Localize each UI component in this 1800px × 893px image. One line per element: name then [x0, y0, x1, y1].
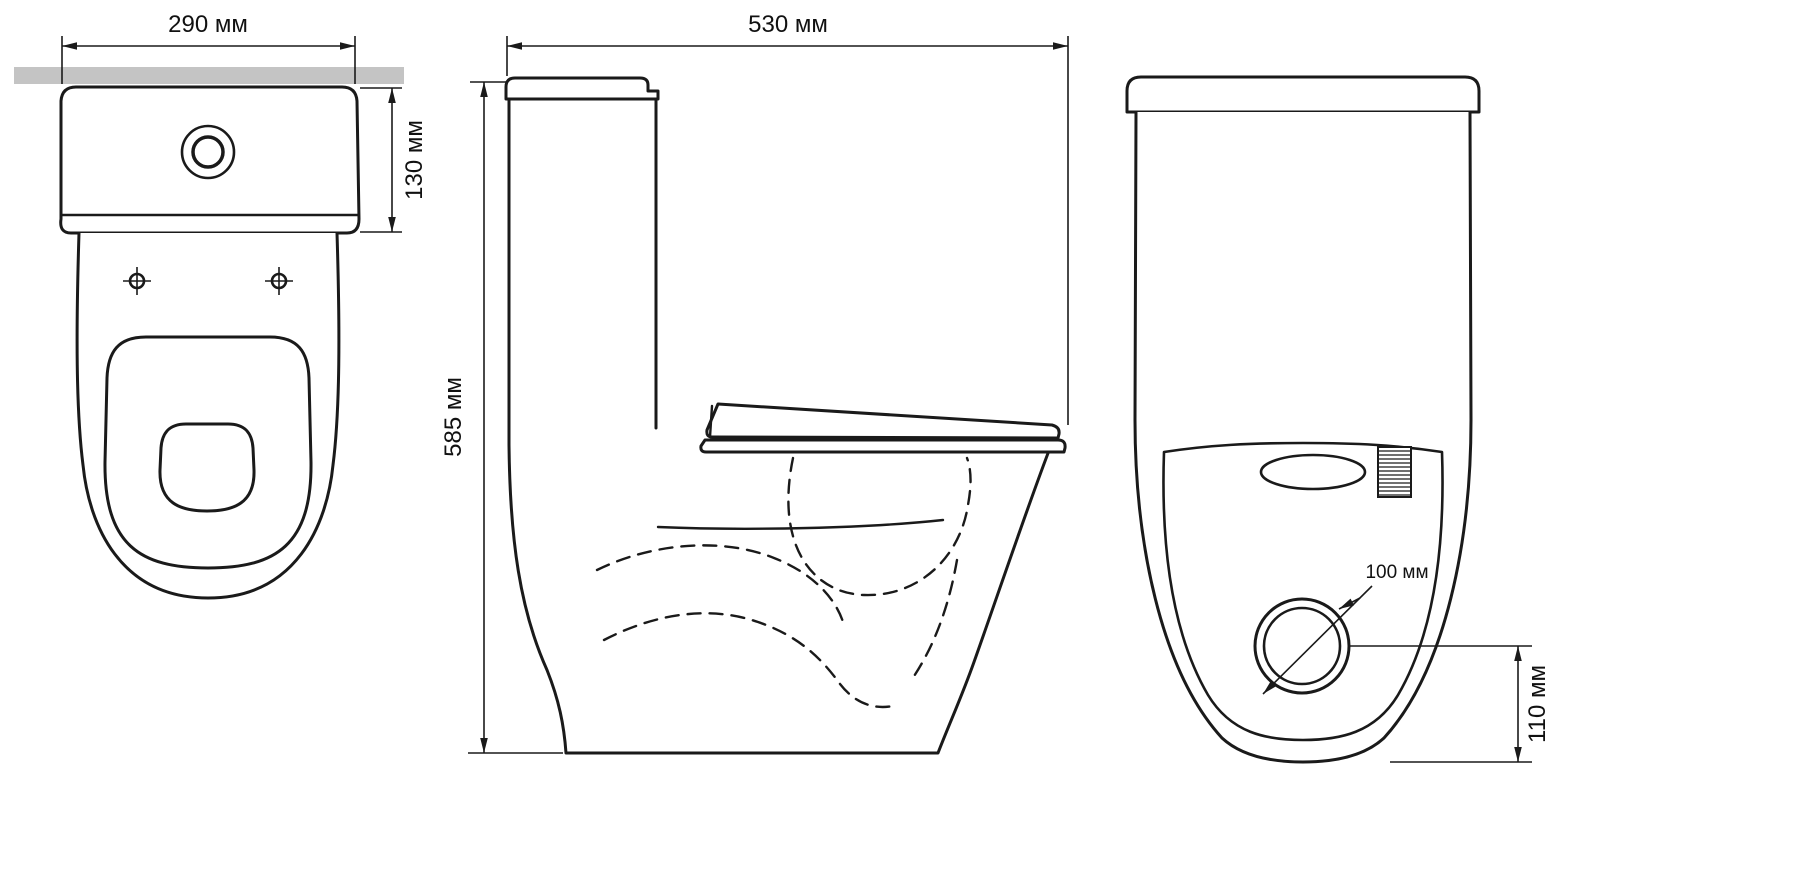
flush-valve-slot [1259, 453, 1367, 491]
leader-arrow [1338, 597, 1361, 610]
dim-width-label: 290 мм [168, 11, 248, 38]
outlet-inner-circle [1262, 606, 1342, 686]
side-view: 530 мм 585 мм [440, 11, 1069, 755]
dim-depth-label: 530 мм [748, 11, 828, 38]
seat-profile [699, 438, 1067, 454]
rear-inner-outline [1162, 441, 1444, 742]
bowl-shelf-line [656, 518, 945, 530]
inlet-fitting-thread-hatch [1378, 450, 1411, 496]
flush-button-inner [191, 135, 225, 169]
trap-lower-dashed [602, 612, 895, 709]
water-spot-outline [158, 422, 256, 513]
bowl-cavity-dashed [787, 456, 972, 597]
seat-hinge [708, 404, 714, 439]
dim-height-label: 585 мм [440, 377, 467, 457]
dim-tank-depth-label: 130 мм [401, 120, 428, 200]
trap-upper-dashed [595, 544, 845, 624]
wall-line [14, 67, 404, 84]
dim-depth-530: 530 мм [506, 11, 1069, 425]
lid-profile [705, 402, 1061, 440]
dim-tank-depth-130: 130 мм [360, 87, 428, 233]
dim-outlet-height-110: 110 мм [1350, 645, 1551, 763]
dim-width-290: 290 мм [61, 11, 356, 84]
bolt-hole-left [123, 267, 151, 295]
rear-view: 100 мм 110 мм [1125, 75, 1551, 764]
top-view: 290 мм 130 мм [14, 11, 428, 600]
rear-tank-lid [1125, 75, 1481, 114]
dim-outlet-height-label: 110 мм [1524, 665, 1551, 743]
dim-height-585: 585 мм [440, 81, 563, 754]
inlet-fitting [1377, 446, 1412, 498]
dim-outlet-diameter-100: 100 мм [1262, 562, 1429, 695]
side-tank-lid [504, 76, 660, 101]
bolt-hole-right [265, 267, 293, 295]
dim-outlet-diameter-label: 100 мм [1365, 562, 1428, 583]
outlet-dashed [908, 558, 959, 684]
